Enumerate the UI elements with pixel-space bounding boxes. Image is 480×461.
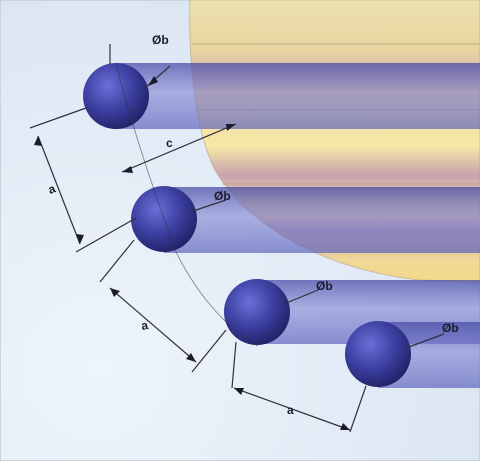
diameter-label-right: Øb (442, 321, 459, 335)
a-label-bottom: a (287, 403, 294, 417)
ball-1 (83, 63, 149, 129)
arrowheads (34, 76, 350, 430)
diameter-label-mid: Øb (214, 189, 231, 203)
ball-3 (224, 279, 290, 345)
a-label-mid-left: a (140, 318, 149, 333)
a-label-upper-left: a (46, 181, 57, 197)
ball-4 (345, 321, 411, 387)
rod-2 (164, 187, 480, 253)
diameter-label-top: Øb (152, 33, 169, 47)
dimension-lines (29, 44, 445, 433)
rod-1 (116, 63, 480, 129)
c-label: c (166, 136, 173, 150)
diameter-label-low: Øb (316, 279, 333, 293)
